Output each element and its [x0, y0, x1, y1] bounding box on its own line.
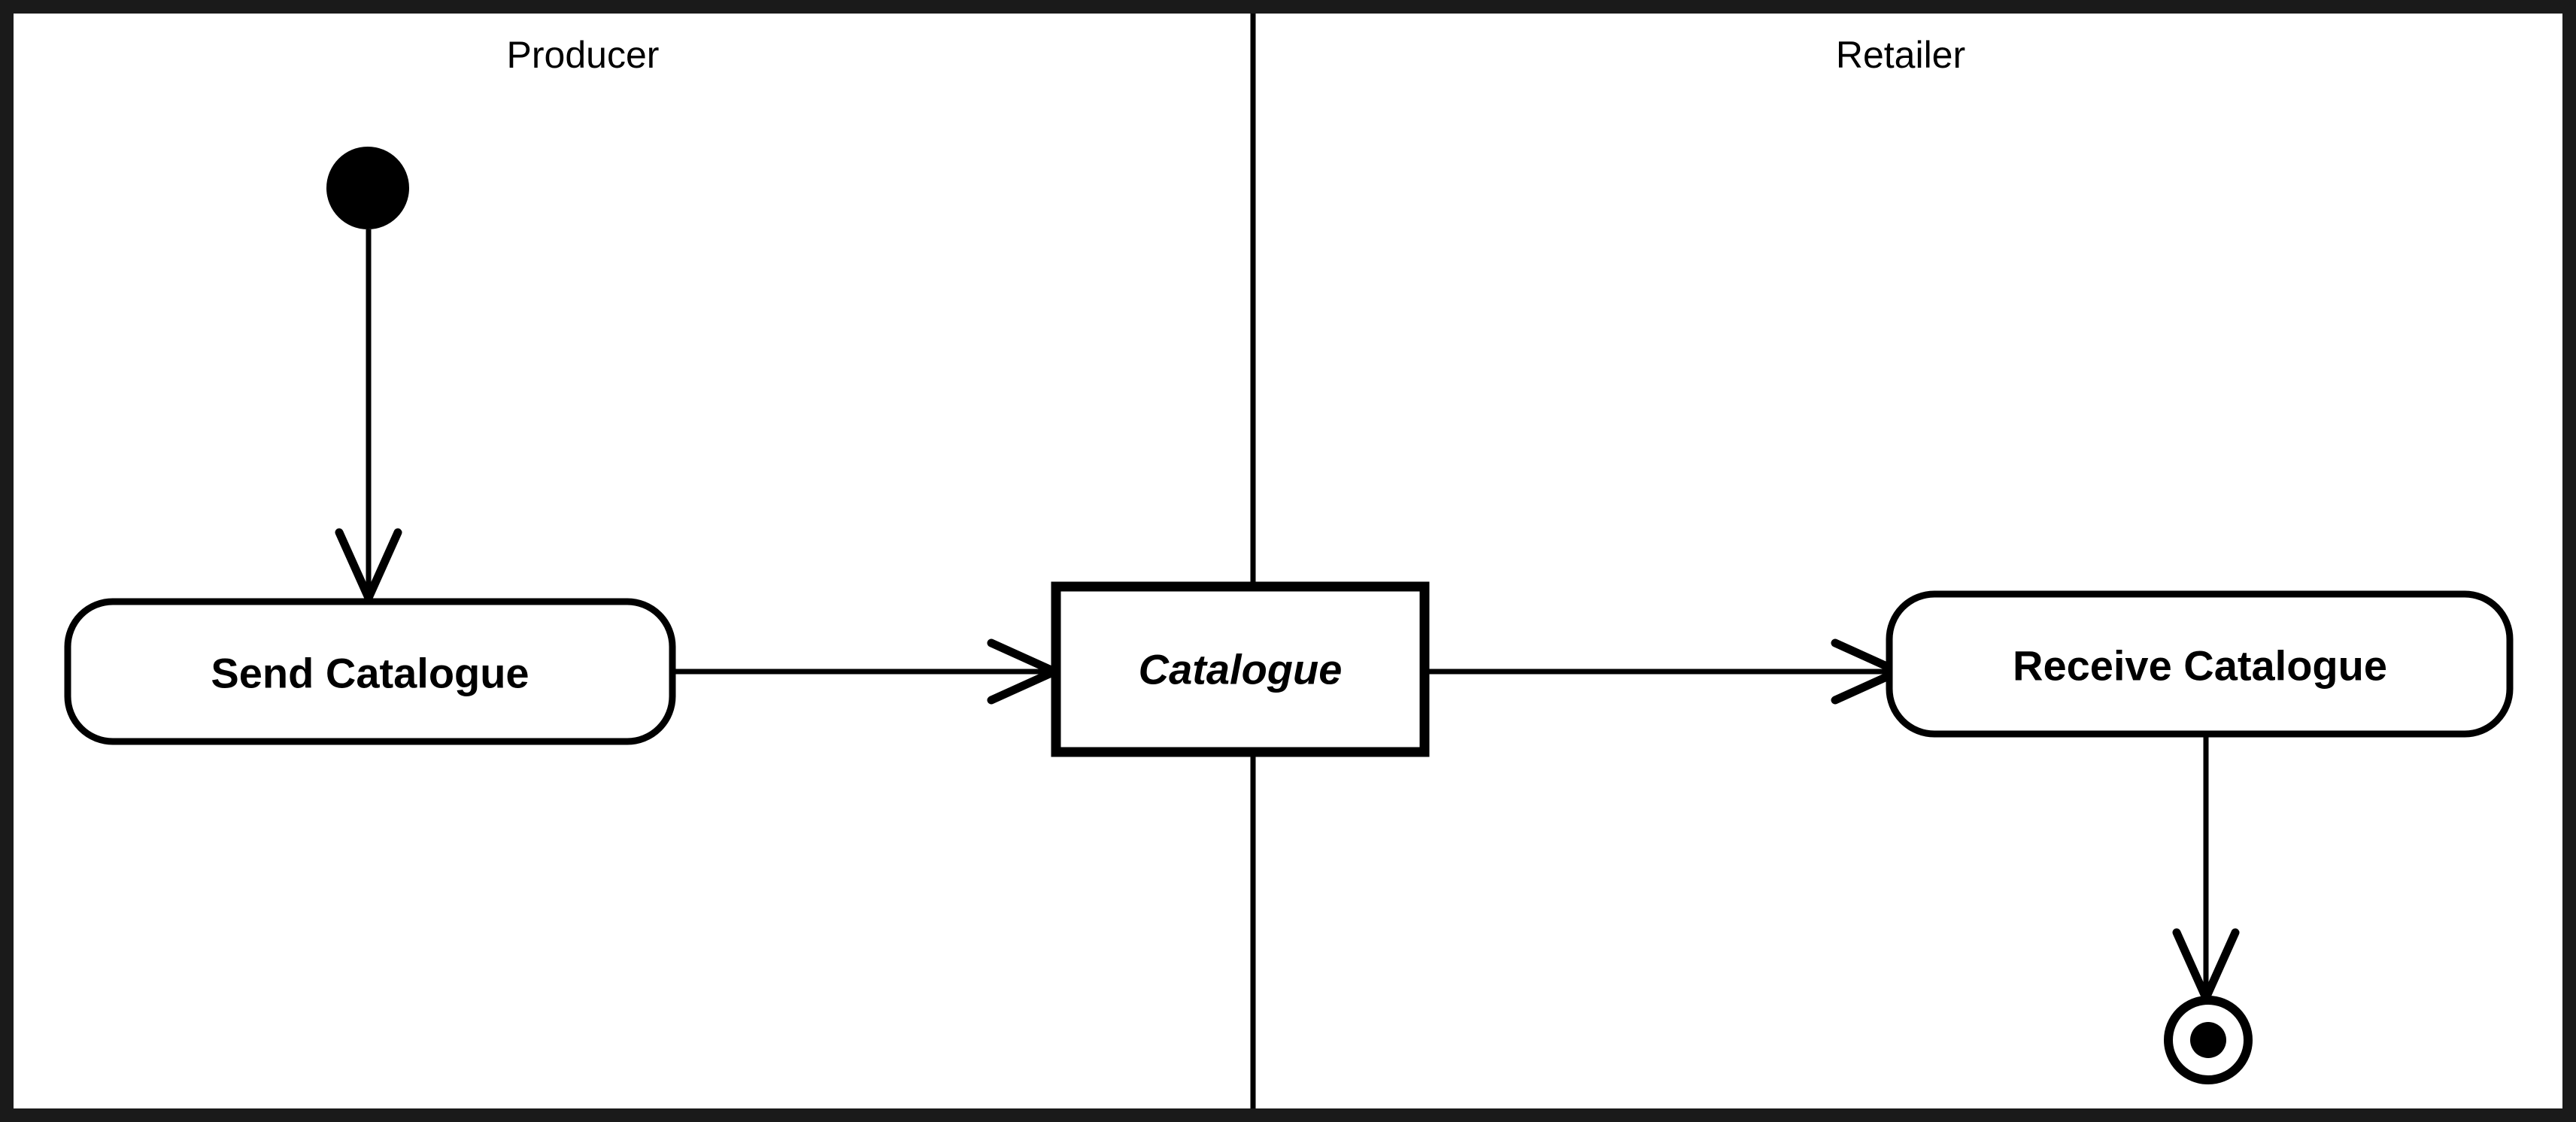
action-node-receive-catalogue[interactable]: Receive Catalogue	[1886, 590, 2514, 738]
action-node-receive-catalogue-shape	[1886, 590, 2514, 738]
object-node-catalogue-label: Catalogue	[1139, 646, 1343, 693]
activity-final-node-icon[interactable]	[2164, 996, 2253, 1084]
action-node-receive-catalogue-label: Receive Catalogue	[2013, 642, 2387, 690]
swimlane-label-retailer: Retailer	[1836, 34, 1965, 76]
initial-node-icon[interactable]	[326, 147, 409, 229]
object-node-catalogue-shape	[1051, 581, 1430, 757]
object-node-catalogue[interactable]: Catalogue	[1051, 581, 1430, 757]
action-node-send-catalogue[interactable]: Send Catalogue	[64, 598, 676, 745]
flow-initial-to-send-arrowhead	[335, 528, 402, 608]
swimlane-label-producer: Producer	[507, 34, 660, 76]
activity-final-node-inner-dot	[2190, 1022, 2226, 1058]
action-node-send-catalogue-label: Send Catalogue	[211, 650, 529, 697]
